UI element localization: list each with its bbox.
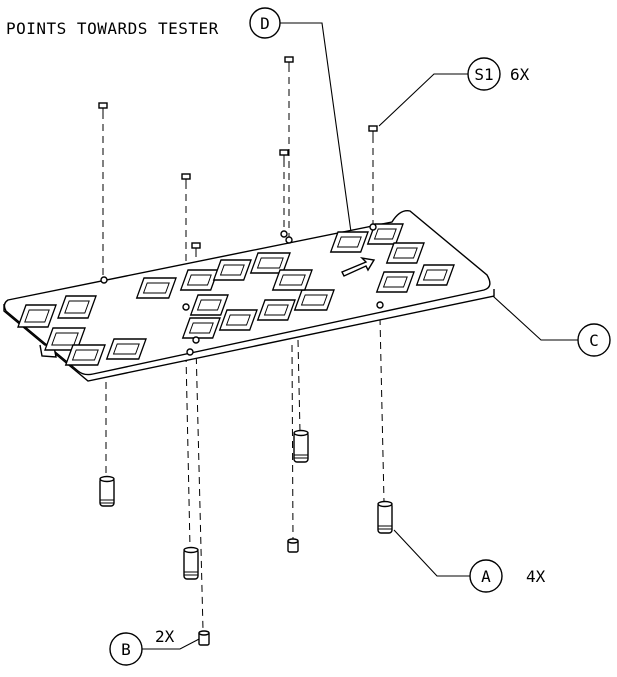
screw-6 — [191, 242, 201, 254]
pin-2 — [198, 630, 210, 646]
pin-1 — [287, 538, 299, 553]
screw-4 — [279, 149, 289, 161]
callout-s1-letter: S1 — [474, 65, 493, 84]
screws-s1 — [98, 56, 378, 254]
callout-s1-qty: 6X — [510, 65, 530, 84]
plate-pockets — [17, 223, 455, 366]
screw-1 — [98, 102, 108, 114]
callout-c: C — [481, 285, 611, 357]
callout-a-qty: 4X — [526, 567, 546, 586]
standoff-4 — [377, 500, 393, 534]
plate-c — [3, 210, 495, 382]
callout-b-letter: B — [121, 640, 131, 659]
callout-b-qty: 2X — [155, 627, 175, 646]
callout-a: A 4X — [393, 529, 546, 593]
standoff-1 — [99, 475, 115, 507]
callout-a-letter: A — [481, 567, 491, 586]
pins-b — [198, 538, 299, 646]
standoffs-a — [99, 429, 393, 580]
screw-5 — [368, 125, 378, 137]
screw-2 — [181, 173, 191, 185]
callout-d: D — [249, 7, 359, 269]
standoff-2 — [183, 546, 199, 580]
plate-holes — [100, 223, 384, 356]
standoff-axes-bottom — [105, 317, 385, 631]
callout-s1: S1 6X — [378, 57, 530, 127]
callout-b: B 2X — [109, 627, 204, 666]
screw-3 — [284, 56, 294, 68]
callout-d-letter: D — [260, 14, 270, 33]
direction-arrow-d — [341, 256, 376, 277]
standoff-3 — [293, 429, 309, 463]
note-text: POINTS TOWARDS TESTER — [6, 19, 219, 38]
callout-c-letter: C — [589, 331, 599, 350]
